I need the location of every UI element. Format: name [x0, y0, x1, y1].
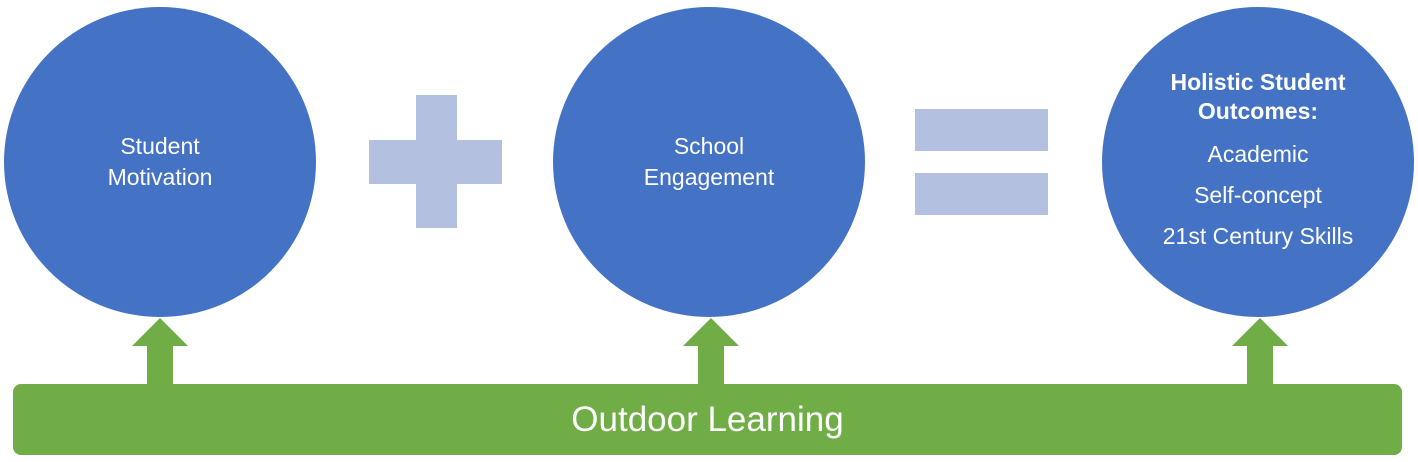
circle-label: School Engagement [643, 133, 775, 190]
student-motivation-circle: Student Motivation [4, 7, 316, 317]
outcomes-title: Holistic Student Outcomes: [1170, 68, 1346, 124]
equals-icon-bar [915, 173, 1048, 215]
outcome-self-concept: Self-concept [1194, 181, 1322, 208]
outcome-academic: Academic [1207, 140, 1309, 167]
circle-label: Student Motivation [107, 133, 213, 190]
arrow-up-icon [683, 318, 739, 388]
outdoor-learning-label: Outdoor Learning [571, 399, 844, 439]
arrow-up-icon [1232, 318, 1288, 388]
arrow-up-icon [132, 318, 188, 388]
equals-icon [915, 109, 1048, 151]
outcome-21st-century-skills: 21st Century Skills [1162, 222, 1354, 249]
outdoor-learning-bar: Outdoor Learning [13, 384, 1402, 455]
plus-icon-bar [369, 140, 502, 184]
holistic-outcomes-circle: Holistic Student Outcomes: Academic Self… [1102, 7, 1414, 317]
school-engagement-circle: School Engagement [553, 7, 865, 317]
